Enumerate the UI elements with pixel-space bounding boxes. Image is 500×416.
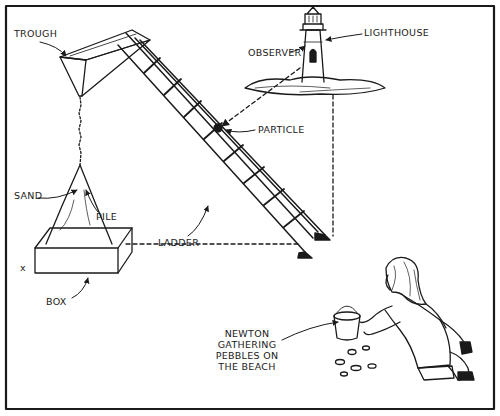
lighthouse-drawing [245, 7, 385, 95]
part-label: NEWTON GATHERING PEBBLES ON THE BEACH [206, 328, 288, 372]
part-label: BOX [46, 296, 67, 307]
newton-figure [360, 257, 474, 380]
part-label: LADDER [158, 237, 199, 248]
sand-pile [46, 165, 112, 244]
part-label: LIGHTHOUSE [364, 27, 429, 38]
pile-shading [60, 190, 90, 230]
bucket-drawing [334, 306, 360, 340]
particle-dot [214, 124, 222, 132]
part-label: PARTICLE [258, 124, 304, 135]
part-label: SAND [14, 190, 42, 201]
pebbles [336, 346, 377, 376]
ladder-drawing [118, 33, 330, 258]
sight-line [222, 68, 300, 126]
part-label: TROUGH [14, 28, 57, 39]
plumb-line [332, 95, 333, 236]
part-label: PILE [96, 211, 117, 222]
part-label: OBSERVER [248, 47, 301, 58]
sand-stream [79, 97, 81, 165]
ground-line [126, 243, 300, 244]
part-label: x [20, 262, 26, 273]
leader-arrows [38, 34, 362, 340]
frame [6, 6, 494, 409]
